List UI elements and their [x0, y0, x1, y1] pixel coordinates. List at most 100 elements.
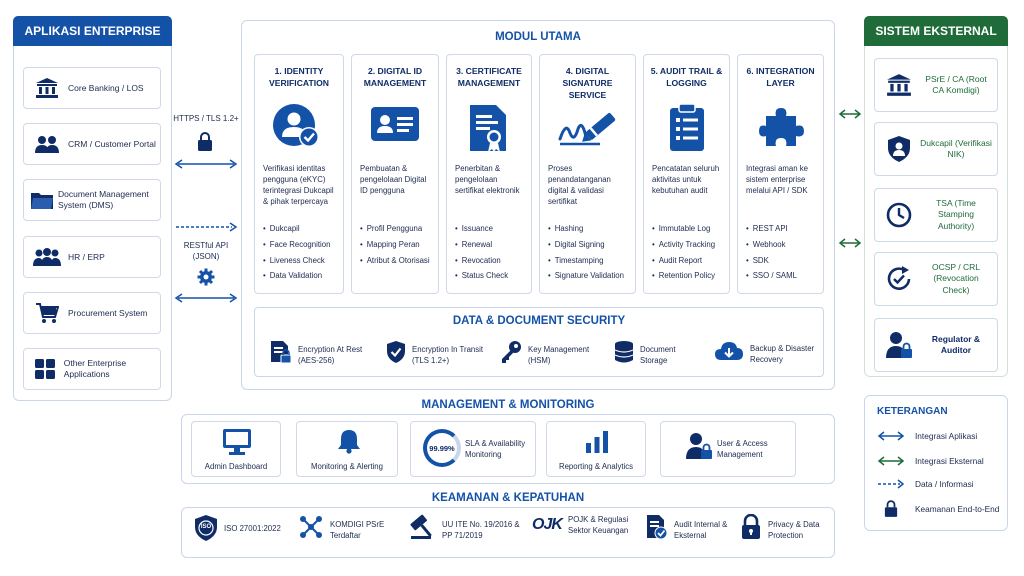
shield-check-icon — [386, 340, 406, 369]
security-item-backup: Backup & Disaster Recovery — [714, 340, 818, 367]
https-label: HTTPS / TLS 1.2+ — [173, 114, 239, 123]
mgmt-label: Monitoring & Alerting — [311, 462, 383, 471]
left-item-other-apps[interactable]: Other Enterprise Applications — [23, 348, 161, 390]
folder-icon — [30, 190, 54, 210]
bank-icon — [879, 73, 919, 97]
management-title: MANAGEMENT & MONITORING — [421, 399, 595, 411]
ext-item-dukcapil[interactable]: Dukcapil (Verifikasi NIK) — [874, 122, 998, 176]
compliance-label: POJK & Regulasi Sektor Keuangan — [568, 515, 629, 535]
user-check-icon — [272, 103, 326, 156]
feature-item: Immutable Log — [652, 221, 725, 237]
module-title: 4. DIGITAL SIGNATURE SERVICE — [562, 66, 613, 100]
feature-item: Hashing — [548, 221, 631, 237]
mgmt-label: User & Access Management — [717, 439, 768, 459]
users-icon — [30, 134, 64, 154]
module-audit-trail[interactable]: 5. AUDIT TRAIL & LOGGING Pencatatan selu… — [643, 54, 730, 294]
clock-icon — [879, 202, 919, 228]
module-certificate[interactable]: 3. CERTIFICATE MANAGEMENT Penerbitan & p… — [446, 54, 532, 294]
ext-item-regulator[interactable]: Regulator & Auditor — [874, 318, 998, 372]
padlock-icon — [740, 513, 762, 545]
ext-item-label: TSA (Time Stamping Authority) — [936, 197, 976, 231]
mgmt-user-access[interactable]: User & Access Management — [660, 421, 796, 477]
legend-item-data: Data / Informasi — [877, 479, 974, 489]
keamanan-title: KEAMANAN & KEPATUHAN — [431, 492, 585, 504]
external-arrow — [877, 456, 905, 466]
restful-label: RESTful API (JSON) — [183, 241, 229, 261]
mgmt-sla[interactable]: 99.99% SLA & Availability Monitoring — [410, 421, 536, 477]
left-item-crm[interactable]: CRM / Customer Portal — [23, 123, 161, 165]
left-item-hr-erp[interactable]: HR / ERP — [23, 236, 161, 278]
data-security-title: DATA & DOCUMENT SECURITY — [452, 315, 626, 327]
left-item-core-banking[interactable]: Core Banking / LOS — [23, 67, 161, 109]
cloud-backup-icon — [714, 340, 744, 367]
external-arrow — [838, 238, 862, 248]
compliance-label: Privacy & Data Protection — [768, 519, 820, 540]
left-item-dms[interactable]: Document Management System (DMS) — [23, 179, 161, 221]
module-desc: Proses penandatanganan digital & validas… — [548, 164, 611, 206]
module-digital-signature[interactable]: 4. DIGITAL SIGNATURE SERVICE Proses pena… — [539, 54, 636, 294]
module-digital-id[interactable]: 2. DIGITAL ID MANAGEMENT Pembuatan & pen… — [351, 54, 439, 294]
keamanan-panel — [181, 507, 835, 558]
iso-badge: ISO — [200, 524, 212, 530]
compliance-iso: ISO ISO 27001:2022 — [194, 514, 288, 542]
module-identity-verification[interactable]: 1. IDENTITY VERIFICATION Verifikasi iden… — [254, 54, 344, 294]
signature-pen-icon — [556, 103, 620, 152]
feature-item: Retention Policy — [652, 268, 725, 284]
security-item-label: Document Storage — [640, 344, 676, 365]
mgmt-admin-dashboard[interactable]: Admin Dashboard — [191, 421, 281, 477]
compliance-privacy: Privacy & Data Protection — [740, 513, 828, 545]
compliance-pojk: OJK POJK & Regulasi Sektor Keuangan — [532, 514, 638, 536]
ojk-logo: OJK — [532, 516, 563, 533]
mgmt-monitoring[interactable]: Monitoring & Alerting — [296, 421, 398, 477]
sla-gauge-icon — [423, 429, 461, 467]
ext-item-label: OCSP / CRL (Revocation Check) — [931, 261, 981, 295]
module-integration-layer[interactable]: 6. INTEGRATION LAYER Integrasi aman ke s… — [737, 54, 824, 294]
legend-item-external: Integrasi Eksternal — [877, 456, 984, 466]
feature-item: Revocation — [455, 253, 527, 269]
mgmt-label: Admin Dashboard — [204, 462, 268, 471]
external-systems-title: SISTEM EKSTERNAL — [864, 16, 1008, 46]
feature-item: Activity Tracking — [652, 237, 725, 253]
feature-item: Data Validation — [263, 268, 339, 284]
enterprise-apps-title: APLIKASI ENTERPRISE — [13, 16, 172, 46]
feature-item: Status Check — [455, 268, 527, 284]
audit-document-icon — [646, 514, 668, 545]
ext-item-psre[interactable]: PSrE / CA (Root CA Komdigi) — [874, 58, 998, 112]
feature-item: Dukcapil — [263, 221, 339, 237]
feature-item: Mapping Peran — [360, 237, 434, 253]
gear-icon — [197, 268, 215, 291]
module-feature-list: Hashing Digital Signing Timestamping Sig… — [548, 221, 631, 284]
module-feature-list: Immutable Log Activity Tracking Audit Re… — [652, 221, 725, 284]
bell-icon — [337, 428, 361, 459]
feature-item: Webhook — [746, 237, 819, 253]
certificate-icon — [468, 103, 510, 158]
module-title: 1. IDENTITY VERIFICATION — [269, 66, 329, 88]
feature-item: Profil Pengguna — [360, 221, 434, 237]
ext-item-ocsp[interactable]: OCSP / CRL (Revocation Check) — [874, 252, 998, 306]
monitor-icon — [222, 428, 252, 461]
integration-arrow — [174, 159, 238, 169]
left-item-procurement[interactable]: Procurement System — [23, 292, 161, 334]
left-item-label: CRM / Customer Portal — [68, 138, 156, 149]
feature-item: Issuance — [455, 221, 527, 237]
legend-item-security: Keamanan End-to-End — [877, 500, 999, 518]
cart-icon — [30, 302, 64, 324]
feature-item: Face Recognition — [263, 237, 339, 253]
encrypted-file-icon — [270, 340, 292, 369]
apps-icon — [30, 358, 60, 380]
user-lock-icon — [879, 331, 919, 359]
security-item-at-rest: Encryption At Rest (AES-256) — [270, 340, 368, 369]
lock-icon — [877, 500, 905, 518]
feature-item: SDK — [746, 253, 819, 269]
bank-icon — [30, 77, 64, 99]
team-icon — [30, 247, 64, 267]
module-desc: Pencatatan seluruh aktivitas untuk kebut… — [652, 164, 720, 195]
puzzle-icon — [757, 103, 805, 156]
komdigi-logo-icon — [298, 514, 324, 545]
ext-item-tsa[interactable]: TSA (Time Stamping Authority) — [874, 188, 998, 242]
gavel-icon — [408, 514, 436, 545]
legend-label: Integrasi Aplikasi — [915, 431, 978, 441]
ext-item-label: PSrE / CA (Root CA Komdigi) — [925, 73, 987, 96]
mgmt-reporting[interactable]: Reporting & Analytics — [546, 421, 646, 477]
id-card-icon — [370, 103, 420, 148]
